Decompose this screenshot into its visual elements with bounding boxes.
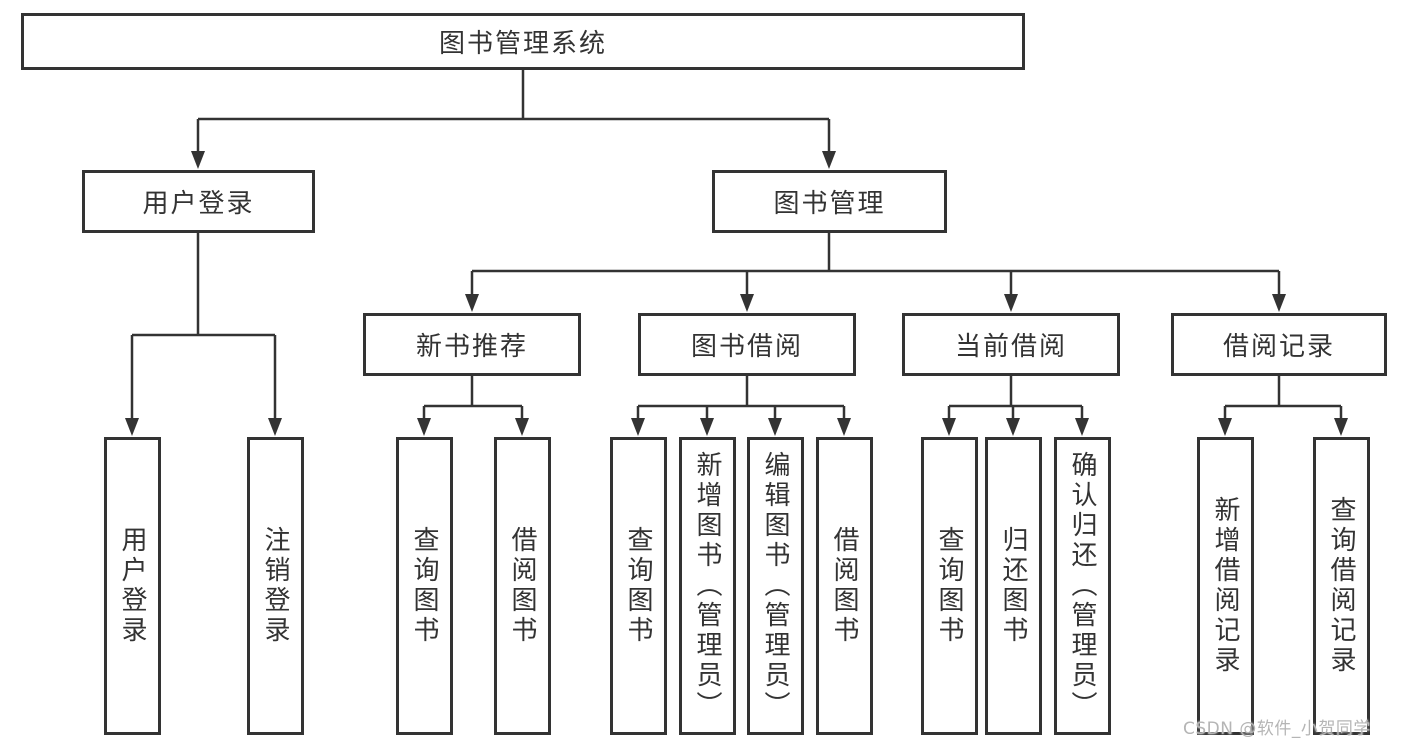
- leaf-query-book-borrow: 查询图书: [610, 437, 667, 735]
- node-borrow-records: 借阅记录: [1171, 313, 1387, 376]
- connector-book-mgmt-children: [470, 233, 1281, 294]
- arrowhead-icon: [1075, 418, 1089, 436]
- arrowheads: [125, 151, 1348, 436]
- leaf-return-book: 归还图书: [985, 437, 1042, 735]
- connector-user-login-children: [130, 233, 277, 419]
- node-user-login: 用户登录: [82, 170, 315, 233]
- arrowhead-icon: [465, 294, 479, 312]
- node-book-management-system: 图书管理系统: [21, 13, 1025, 70]
- leaf-borrow-book: 借阅图书: [816, 437, 873, 735]
- connector-current-borrow-children: [947, 376, 1084, 419]
- leaf-query-book-recommend: 查询图书: [396, 437, 453, 735]
- leaf-query-book-current: 查询图书: [921, 437, 978, 735]
- arrowhead-icon: [1004, 294, 1018, 312]
- connector-book-borrow-children: [636, 376, 846, 419]
- csdn-watermark: CSDN @软件_小贺同学: [1183, 719, 1371, 739]
- leaf-add-book-admin: 新增图书（管理员）: [679, 437, 736, 735]
- arrowhead-icon: [822, 151, 836, 169]
- arrowhead-icon: [191, 151, 205, 169]
- connector-new-book-children: [422, 376, 524, 419]
- node-book-borrow: 图书借阅: [638, 313, 856, 376]
- leaf-user-login: 用户登录: [104, 437, 161, 735]
- leaf-borrow-book-recommend: 借阅图书: [494, 437, 551, 735]
- arrowhead-icon: [942, 418, 956, 436]
- arrowhead-icon: [268, 418, 282, 436]
- connector-lines: [130, 70, 1343, 419]
- arrowhead-icon: [700, 418, 714, 436]
- arrowhead-icon: [631, 418, 645, 436]
- leaf-confirm-return-admin: 确认归还（管理员）: [1054, 437, 1111, 735]
- leaf-edit-book-admin: 编辑图书（管理员）: [747, 437, 804, 735]
- arrowhead-icon: [515, 418, 529, 436]
- node-current-borrow: 当前借阅: [902, 313, 1120, 376]
- leaf-query-borrow-record: 查询借阅记录: [1313, 437, 1370, 735]
- connector-root-to-level2: [196, 70, 831, 151]
- arrowhead-icon: [837, 418, 851, 436]
- arrowhead-icon: [417, 418, 431, 436]
- arrowhead-icon: [1006, 418, 1020, 436]
- arrowhead-icon: [1334, 418, 1348, 436]
- arrowhead-icon: [1218, 418, 1232, 436]
- connector-borrow-record-children: [1223, 376, 1343, 419]
- leaf-add-borrow-record: 新增借阅记录: [1197, 437, 1254, 735]
- arrowhead-icon: [740, 294, 754, 312]
- leaf-logout: 注销登录: [247, 437, 304, 735]
- node-new-book-recommend: 新书推荐: [363, 313, 581, 376]
- arrowhead-icon: [125, 418, 139, 436]
- arrowhead-icon: [1272, 294, 1286, 312]
- node-book-management: 图书管理: [712, 170, 947, 233]
- arrowhead-icon: [768, 418, 782, 436]
